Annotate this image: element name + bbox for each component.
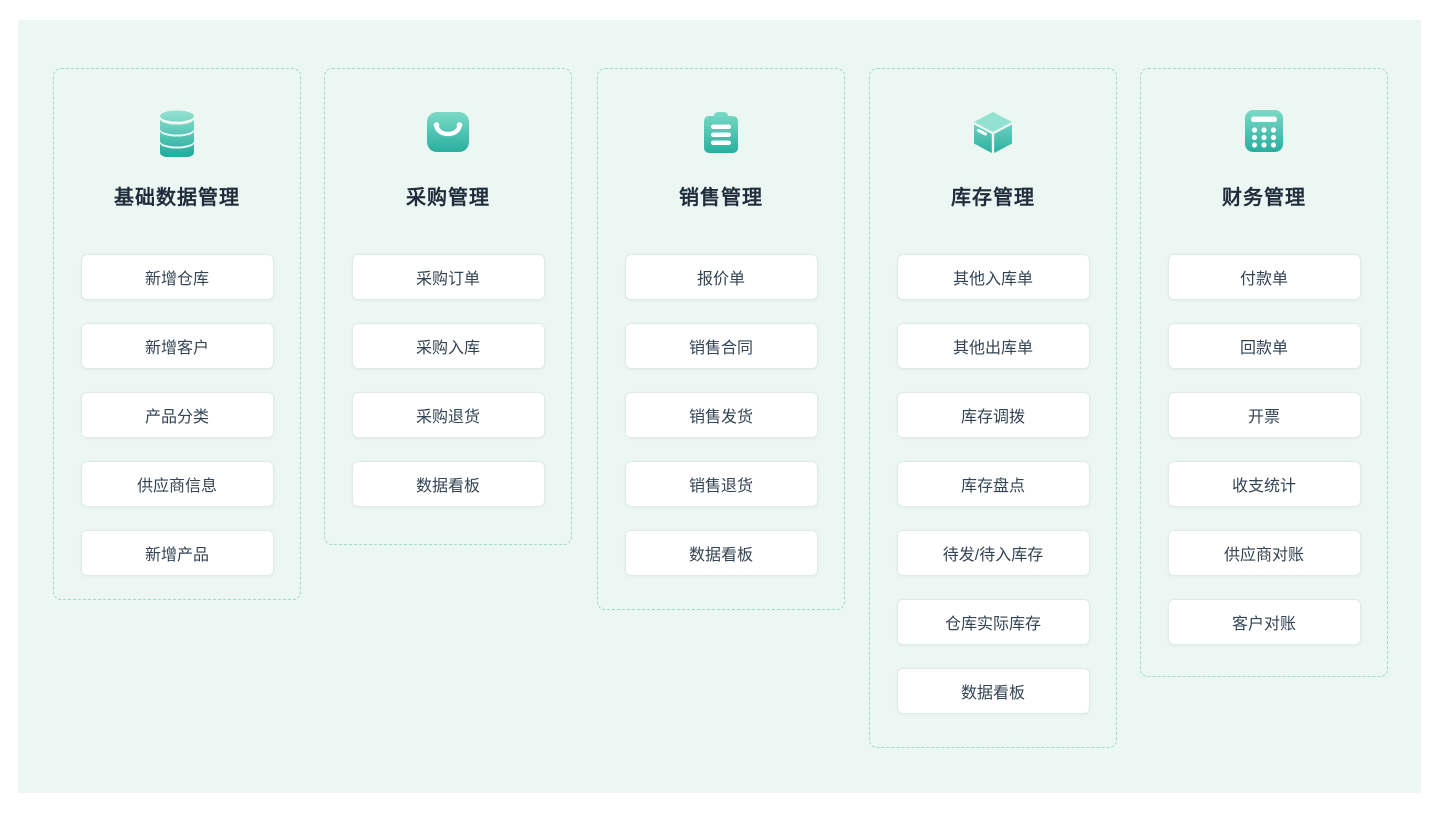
module-item-button[interactable]: 数据看板 [351, 461, 545, 507]
module-item-button[interactable]: 待发/待入库存 [896, 530, 1090, 576]
module-item-button[interactable]: 库存调拨 [896, 392, 1090, 438]
module-item-button[interactable]: 销售合同 [624, 323, 818, 369]
calculator-icon [1245, 110, 1283, 152]
module-icon-wrap [695, 105, 747, 157]
module-item-button[interactable]: 付款单 [1167, 254, 1361, 300]
module-icon-wrap [1238, 105, 1290, 157]
module-item-button[interactable]: 采购入库 [351, 323, 545, 369]
clipboard-icon [704, 112, 738, 153]
module-item-button[interactable]: 新增仓库 [80, 254, 274, 300]
section-card-finance: 财务管理 付款单回款单开票收支统计供应商对账客户对账 [1140, 68, 1388, 677]
module-title: 销售管理 [679, 187, 763, 209]
module-item-button[interactable]: 新增产品 [80, 530, 274, 576]
cube-icon [974, 112, 1012, 153]
module-item-button[interactable]: 数据看板 [896, 668, 1090, 714]
module-item-button[interactable]: 数据看板 [624, 530, 818, 576]
module-item-button[interactable]: 供应商对账 [1167, 530, 1361, 576]
module-item-button[interactable]: 产品分类 [80, 392, 274, 438]
module-title: 库存管理 [951, 187, 1035, 209]
module-item-button[interactable]: 其他出库单 [896, 323, 1090, 369]
module-item-list: 报价单销售合同销售发货销售退货数据看板 [624, 254, 818, 576]
module-item-button[interactable]: 报价单 [624, 254, 818, 300]
module-item-list: 新增仓库新增客户产品分类供应商信息新增产品 [80, 254, 274, 576]
module-item-button[interactable]: 客户对账 [1167, 599, 1361, 645]
module-title: 采购管理 [406, 187, 490, 209]
module-item-button[interactable]: 供应商信息 [80, 461, 274, 507]
module-title: 基础数据管理 [114, 187, 240, 209]
module-item-button[interactable]: 销售退货 [624, 461, 818, 507]
module-item-button[interactable]: 新增客户 [80, 323, 274, 369]
module-item-button[interactable]: 收支统计 [1167, 461, 1361, 507]
module-icon-wrap [151, 105, 203, 157]
section-card-inventory: 库存管理 其他入库单其他出库单库存调拨库存盘点待发/待入库存仓库实际库存数据看板 [869, 68, 1117, 748]
section-card-basic-data: 基础数据管理 新增仓库新增客户产品分类供应商信息新增产品 [53, 68, 301, 600]
module-item-button[interactable]: 销售发货 [624, 392, 818, 438]
module-item-button[interactable]: 回款单 [1167, 323, 1361, 369]
shopping-bag-icon [427, 112, 469, 152]
module-item-button[interactable]: 其他入库单 [896, 254, 1090, 300]
module-item-button[interactable]: 库存盘点 [896, 461, 1090, 507]
module-item-button[interactable]: 采购订单 [351, 254, 545, 300]
module-icon-wrap [422, 105, 474, 157]
module-item-button[interactable]: 开票 [1167, 392, 1361, 438]
module-item-button[interactable]: 仓库实际库存 [896, 599, 1090, 645]
section-card-sales: 销售管理 报价单销售合同销售发货销售退货数据看板 [597, 68, 845, 610]
module-item-button[interactable]: 采购退货 [351, 392, 545, 438]
database-icon [160, 110, 194, 157]
module-item-list: 付款单回款单开票收支统计供应商对账客户对账 [1167, 254, 1361, 645]
module-title: 财务管理 [1222, 187, 1306, 209]
module-icon-wrap [967, 105, 1019, 157]
module-item-list: 采购订单采购入库采购退货数据看板 [351, 254, 545, 507]
module-item-list: 其他入库单其他出库单库存调拨库存盘点待发/待入库存仓库实际库存数据看板 [896, 254, 1090, 714]
section-card-procurement: 采购管理 采购订单采购入库采购退货数据看板 [324, 68, 572, 545]
